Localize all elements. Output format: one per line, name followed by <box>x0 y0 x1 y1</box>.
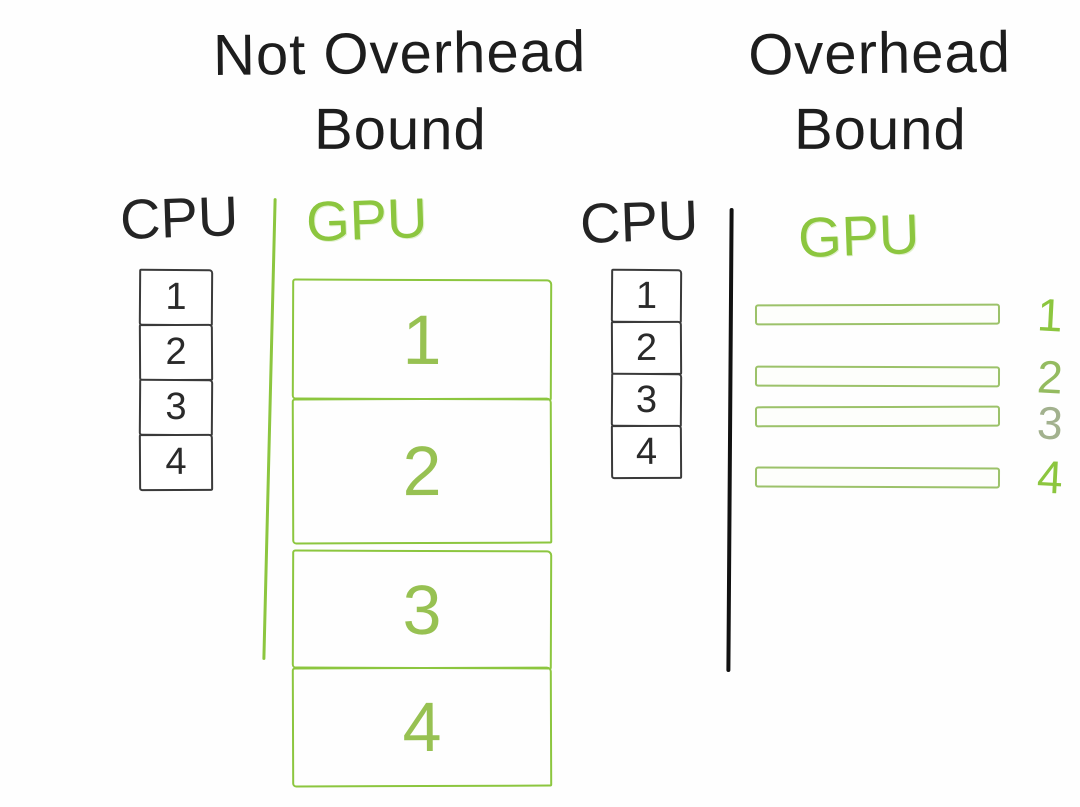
right-cpu-queue: 1 2 3 4 <box>610 268 683 480</box>
right-gpu-task-bar-2 <box>754 365 1001 388</box>
left-gpu-task-1: 1 <box>291 278 553 401</box>
left-gpu-queue: 1 2 3 4 <box>291 278 553 788</box>
left-cpu-task-4: 4 <box>138 433 214 492</box>
left-panel-title: Not Overhead Bound <box>159 13 641 170</box>
left-cpu-task-1: 1 <box>138 268 214 327</box>
right-gpu-task-bar-1 <box>754 303 1001 326</box>
left-cpu-queue: 1 2 3 4 <box>138 268 214 492</box>
right-cpu-task-1: 1 <box>610 268 683 324</box>
right-title-line2: Bound <box>793 96 967 163</box>
left-cpu-label: CPU <box>118 183 240 252</box>
left-gpu-label: GPU <box>304 185 429 254</box>
right-panel-title: Overhead Bound <box>699 14 1061 170</box>
right-gpu-label: GPU <box>796 201 921 270</box>
right-gpu-task-bar-4 <box>754 466 1001 489</box>
left-cpu-task-3: 3 <box>138 378 214 437</box>
right-cpu-task-2: 2 <box>610 320 683 376</box>
right-cpu-task-3: 3 <box>610 372 683 428</box>
right-gpu-bar-label-3: 3 <box>1035 396 1065 450</box>
right-gpu-bar-label-1: 1 <box>1035 288 1065 342</box>
left-title-line2: Bound <box>313 96 487 163</box>
left-cpu-gpu-divider-line <box>262 198 277 660</box>
right-cpu-label: CPU <box>578 187 700 256</box>
right-gpu-task-bar-3 <box>754 405 1001 428</box>
right-title-line1: Overhead <box>747 19 1012 88</box>
left-title-line1: Not Overhead <box>212 19 587 88</box>
left-cpu-task-2: 2 <box>138 323 214 382</box>
left-gpu-task-3: 3 <box>291 549 553 670</box>
right-cpu-task-4: 4 <box>610 424 683 480</box>
left-gpu-task-4: 4 <box>291 666 553 788</box>
right-gpu-bar-label-4: 4 <box>1035 450 1065 504</box>
left-gpu-task-2: 2 <box>291 397 553 545</box>
right-cpu-gpu-divider-line <box>726 207 734 673</box>
